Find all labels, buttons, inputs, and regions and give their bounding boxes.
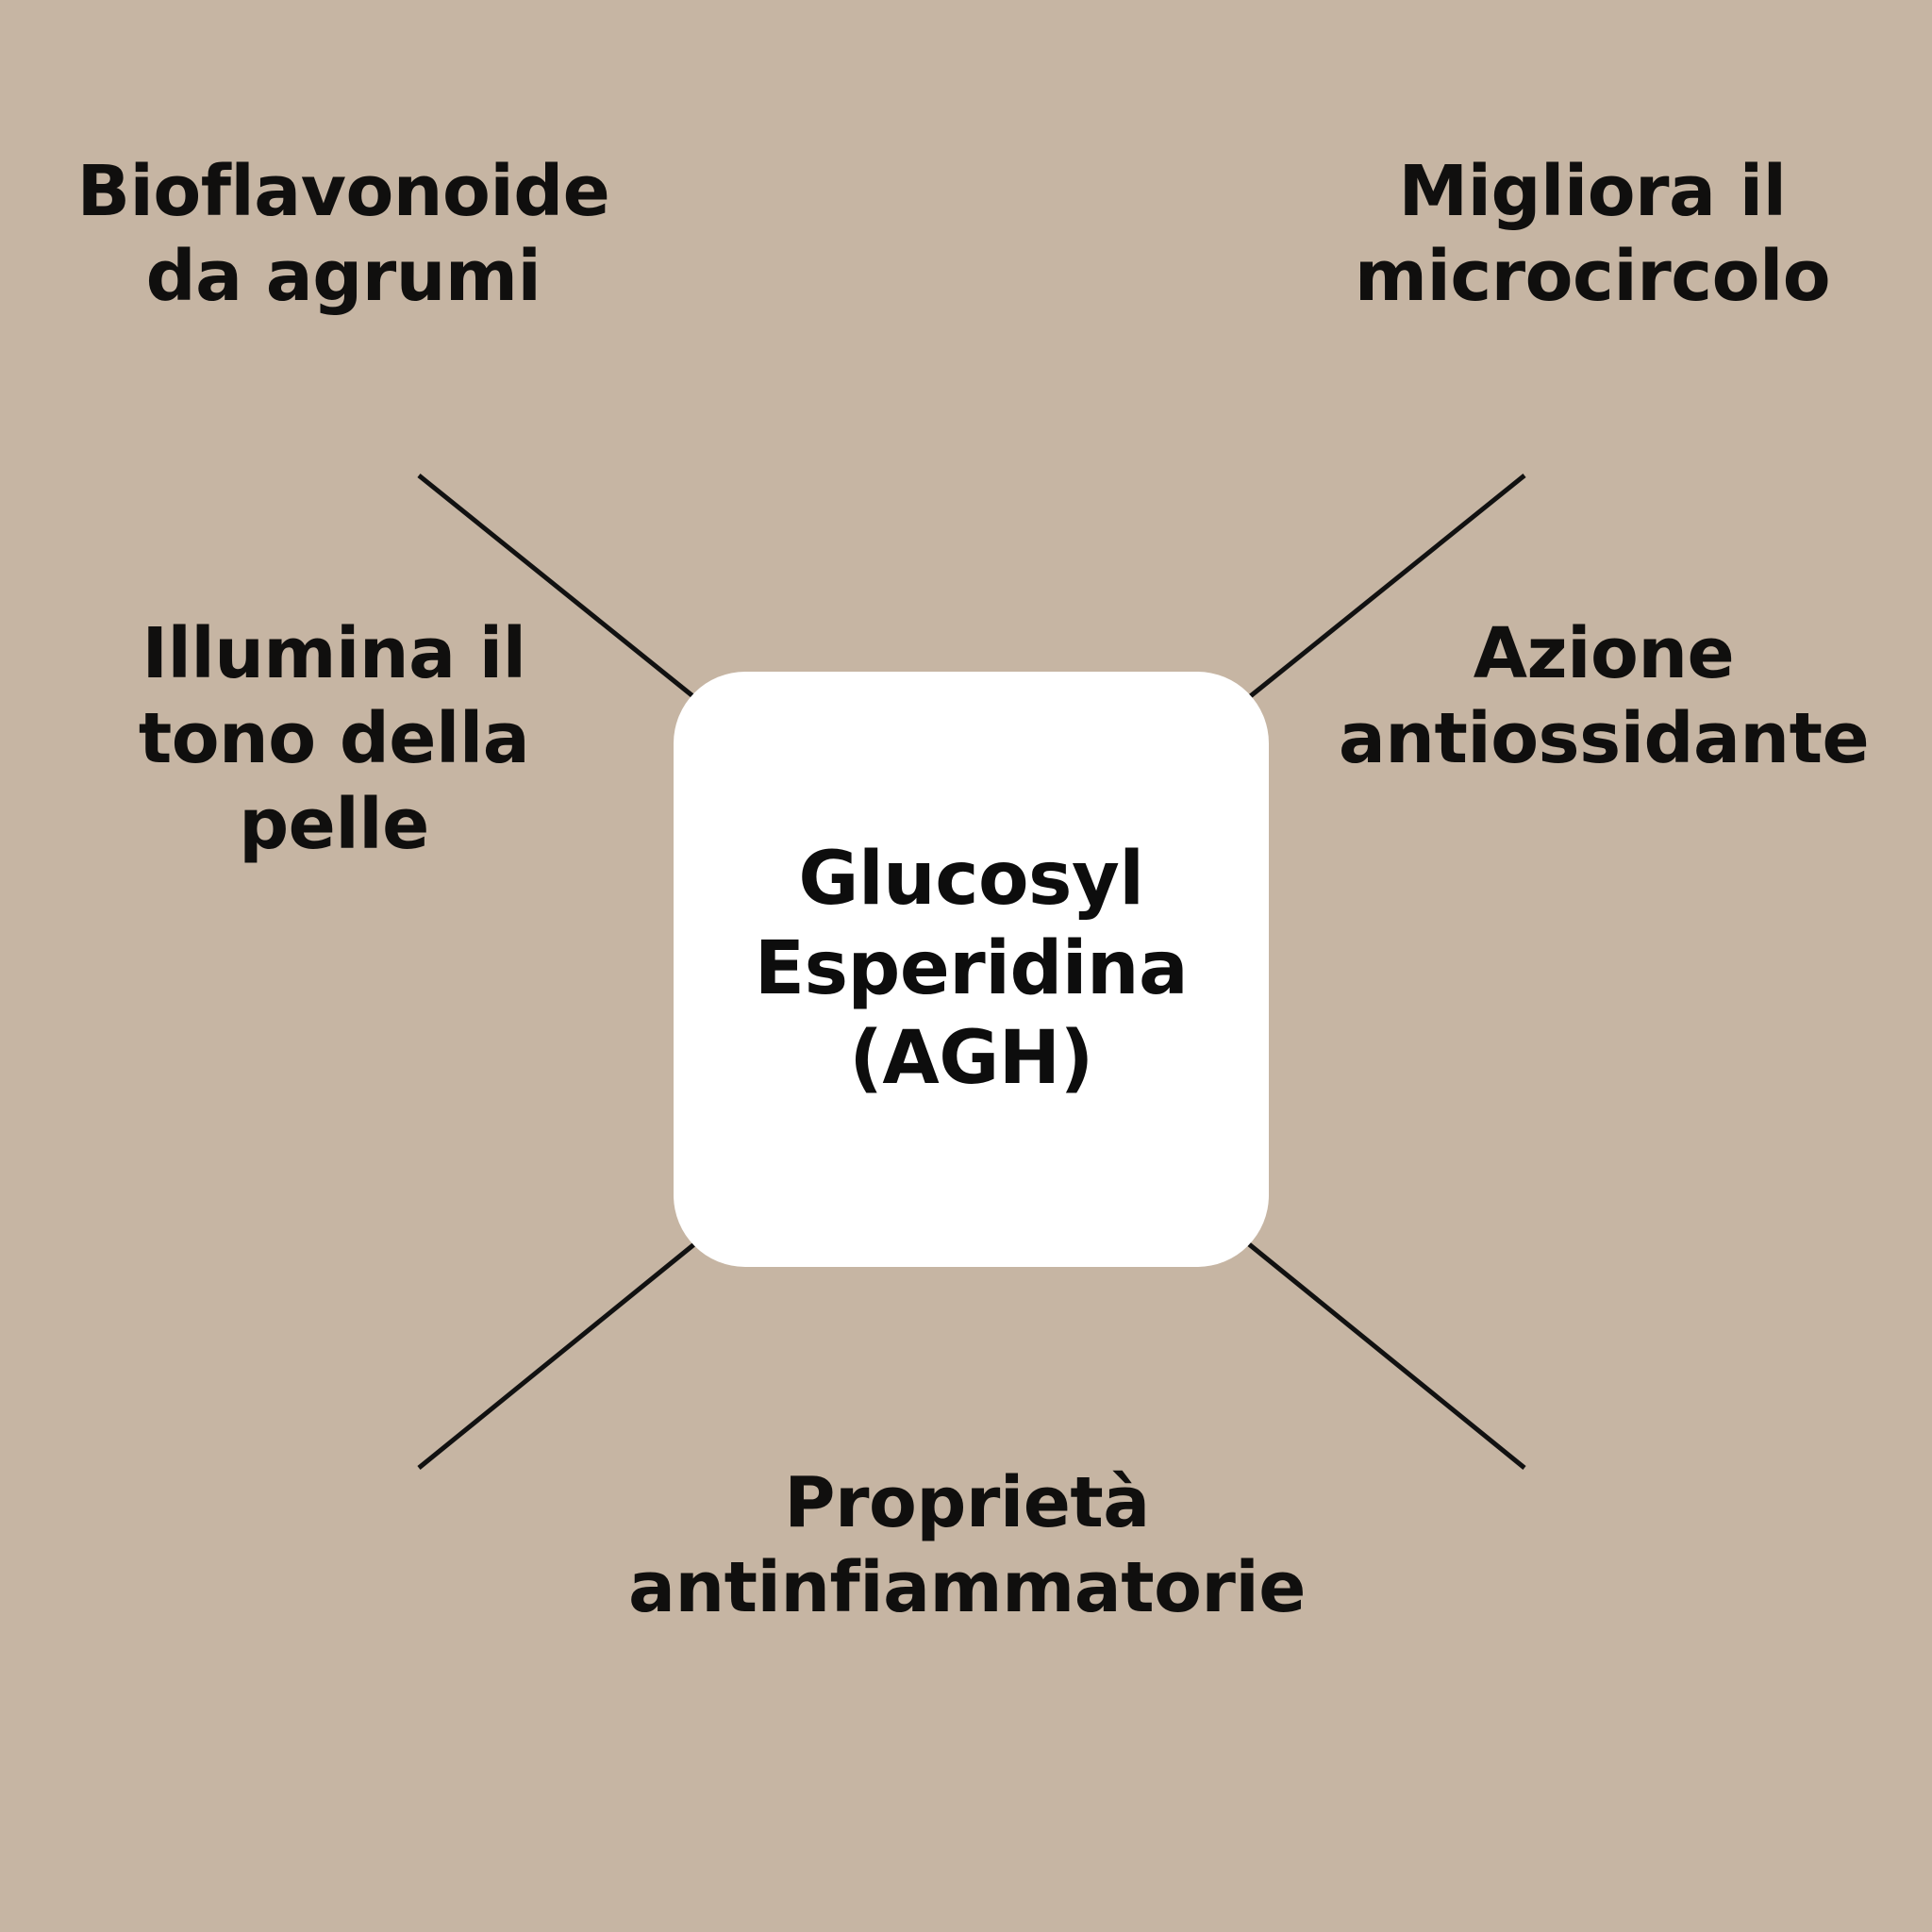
spoke-label-bioflavonoide-da-agrumi: Bioflavonoide da agrumi: [76, 151, 610, 318]
bottom-left-connector: [417, 1234, 707, 1470]
spoke-label-proprieta-antinfiammatorie: Proprietà antinfiammatorie: [628, 1462, 1306, 1629]
center-node-title: Glucosyl Esperidina (AGH): [754, 836, 1189, 1102]
top-left-connector: [417, 474, 707, 708]
spoke-label-azione-antiossidante: Azione antiossidante: [1338, 613, 1870, 780]
center-node: Glucosyl Esperidina (AGH): [674, 672, 1269, 1267]
bottom-right-connector: [1237, 1234, 1526, 1470]
spoke-label-illumina-il-tono-della-pelle: Illumina il tono della pelle: [138, 613, 530, 865]
spoke-label-migliora-il-microcircolo: Migliora il microcircolo: [1354, 151, 1831, 318]
top-right-connector: [1237, 474, 1526, 708]
